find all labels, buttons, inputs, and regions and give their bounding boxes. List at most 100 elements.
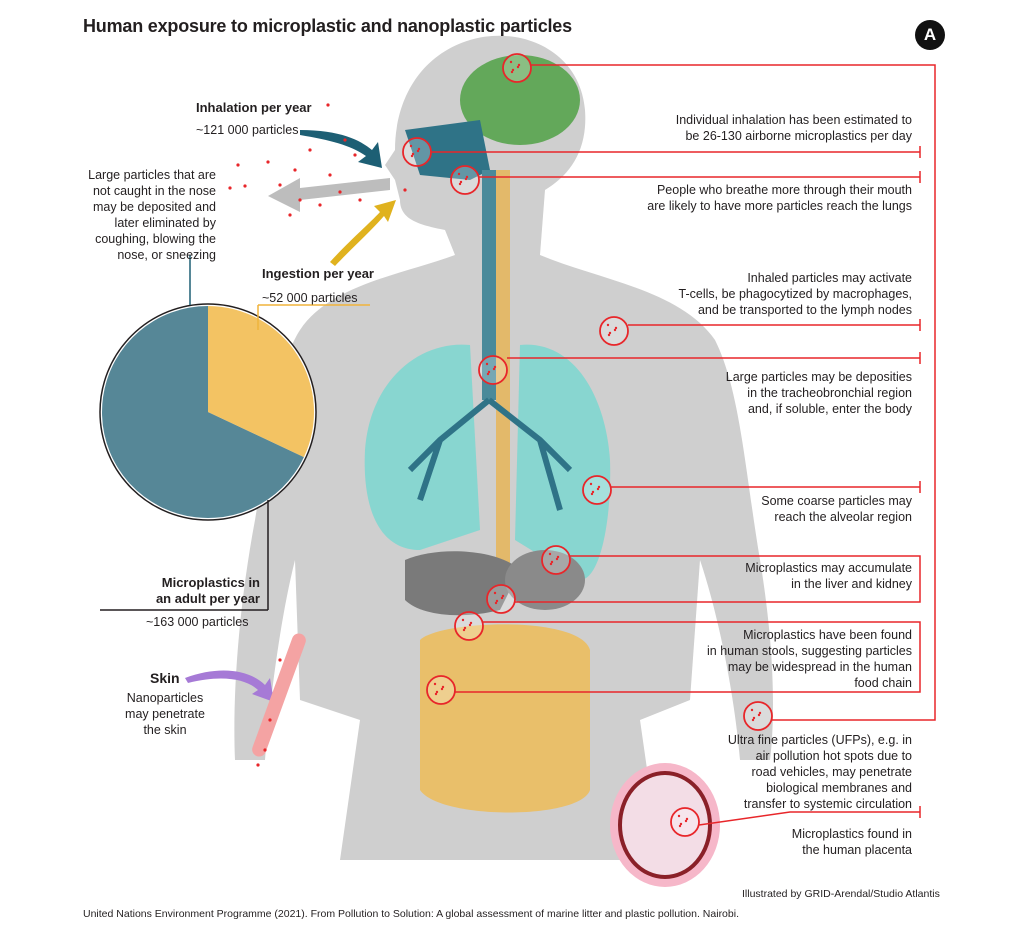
particle-dot xyxy=(613,328,617,332)
particle-dot xyxy=(326,103,330,107)
page-title: Human exposure to microplastic and nanop… xyxy=(83,16,572,36)
callout-marker xyxy=(582,475,612,505)
source-citation: United Nations Environment Programme (20… xyxy=(83,908,739,920)
particle-dot xyxy=(485,362,489,366)
ingestion-arrow xyxy=(330,200,396,266)
brain xyxy=(460,55,580,145)
particle-dot xyxy=(228,186,232,190)
particle-dot xyxy=(458,182,462,186)
particle-dot xyxy=(278,658,282,662)
callout-tracheobronchial: Large particles may be deposities in the… xyxy=(725,370,912,416)
particle-dot xyxy=(417,147,421,151)
particle-dot xyxy=(409,144,413,148)
particle-dot xyxy=(457,172,461,176)
particle-dot xyxy=(517,63,521,67)
ingestion-title: Ingestion per year xyxy=(262,266,374,281)
particle-dot xyxy=(550,560,554,564)
particle-dot xyxy=(555,557,559,561)
particle-dot xyxy=(410,154,414,158)
particle-dot xyxy=(328,173,332,177)
particle-dot xyxy=(685,817,689,821)
inhalation-title: Inhalation per year xyxy=(196,100,312,115)
particle-dot xyxy=(501,594,505,598)
skin-patch xyxy=(252,633,306,757)
particle-dot xyxy=(464,177,468,181)
callout-stools: Microplastics have been found in human s… xyxy=(707,628,912,690)
particle-dot xyxy=(516,65,520,69)
inhalation-arrow xyxy=(300,130,382,168)
particle-dot xyxy=(758,711,762,715)
particle-dot xyxy=(493,365,497,369)
callout-marker xyxy=(426,675,456,705)
particle-dot xyxy=(510,70,514,74)
particle-dot xyxy=(548,552,552,556)
particle-dot xyxy=(486,372,490,376)
adult-value: ~163 000 particles xyxy=(146,615,249,629)
particle-dot xyxy=(288,213,292,217)
airborne-particles xyxy=(228,103,407,767)
callout-mouth-breathing: People who breathe more through their mo… xyxy=(647,183,912,213)
airway xyxy=(405,120,490,180)
callout-alveolar: Some coarse particles may reach the alve… xyxy=(761,494,912,524)
callout-markers xyxy=(402,53,773,837)
particle-dot xyxy=(403,188,407,192)
particle-dot xyxy=(487,370,491,374)
particle-dot xyxy=(596,487,600,491)
callout-marker xyxy=(502,53,532,83)
liver xyxy=(405,551,520,616)
particle-dot xyxy=(607,333,611,337)
callout-marker xyxy=(541,545,571,575)
particle-dot xyxy=(494,601,498,605)
particle-dot xyxy=(318,203,322,207)
particle-dot xyxy=(469,621,473,625)
particle-dot xyxy=(751,718,755,722)
particle-dot xyxy=(278,183,282,187)
particle-dot xyxy=(463,626,467,630)
particle-dot xyxy=(343,138,347,142)
adult-title: Microplastics in an adult per year xyxy=(155,575,260,606)
particle-dot xyxy=(353,153,357,157)
particle-dot xyxy=(684,819,688,823)
stomach xyxy=(505,550,585,610)
particle-dot xyxy=(266,160,270,164)
intestines xyxy=(420,624,590,813)
callout-lymph-nodes: Inhaled particles may activate T-cells, … xyxy=(678,271,912,317)
particle-dot xyxy=(591,490,595,494)
particle-dot xyxy=(441,685,445,689)
bronchi xyxy=(407,397,573,511)
particle-dot xyxy=(268,718,272,722)
panel-label: A xyxy=(915,20,945,50)
callout-ufps: Ultra fine particles (UFPs), e.g. in air… xyxy=(727,733,912,811)
skin-arrow xyxy=(185,670,274,702)
particle-dot xyxy=(243,184,247,188)
placenta-uterus xyxy=(618,771,712,879)
large-particles-text: Large particles that are not caught in t… xyxy=(88,168,216,262)
particle-dot xyxy=(298,198,302,202)
callout-marker xyxy=(450,165,480,195)
particle-dot xyxy=(614,326,618,330)
particle-dot xyxy=(493,591,497,595)
callout-liver-kidney: Microplastics may accumulate in the live… xyxy=(745,561,912,591)
callout-inhalation-rate: Individual inhalation has been estimated… xyxy=(675,113,912,143)
trachea xyxy=(482,170,496,400)
particle-dot xyxy=(495,599,499,603)
particle-dot xyxy=(492,367,496,371)
particle-dot xyxy=(435,690,439,694)
callout-placenta: Microplastics found in the human placent… xyxy=(791,827,912,857)
callout-marker xyxy=(478,355,508,385)
particle-dot xyxy=(461,618,465,622)
particle-dot xyxy=(679,822,683,826)
particle-dot xyxy=(293,168,297,172)
particle-dot xyxy=(750,708,754,712)
left-lung xyxy=(364,344,480,550)
particle-dot xyxy=(500,596,504,600)
particle-dot xyxy=(511,68,515,72)
particle-dot xyxy=(757,713,761,717)
particle-dot xyxy=(509,60,513,64)
particle-dot xyxy=(236,163,240,167)
particle-dot xyxy=(416,149,420,153)
ingestion-value: ~52 000 particles xyxy=(262,291,358,305)
particle-dot xyxy=(549,562,553,566)
